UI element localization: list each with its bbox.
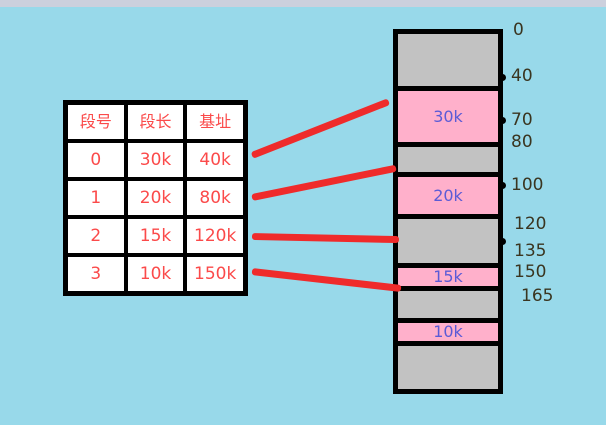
tick-label-0: 0 bbox=[513, 20, 524, 40]
table-row: 40k bbox=[187, 143, 243, 177]
tick-label-150: 150 bbox=[514, 262, 547, 282]
memory-divider bbox=[398, 318, 498, 323]
tick-label-165: 165 bbox=[521, 286, 554, 306]
mapping-arrow-row3-to-10k bbox=[251, 268, 402, 292]
memory-divider bbox=[398, 172, 498, 177]
tick-label-135: 135 bbox=[514, 241, 547, 261]
window-top-bar bbox=[0, 0, 606, 7]
table-row: 120k bbox=[187, 219, 243, 253]
table-row: 2 bbox=[68, 219, 124, 253]
tick-dot-100 bbox=[499, 182, 506, 189]
memory-block-30k: 30k bbox=[398, 91, 498, 142]
memory-block-15k: 15k bbox=[398, 268, 498, 286]
table-row: 1 bbox=[68, 181, 124, 215]
memory-divider bbox=[398, 142, 498, 147]
mapping-arrow-row1-to-20k bbox=[251, 164, 397, 201]
mapping-arrow-row2-to-15k bbox=[251, 233, 400, 244]
tick-label-40: 40 bbox=[511, 66, 533, 86]
memory-divider bbox=[398, 341, 498, 346]
tick-dot-40 bbox=[499, 74, 506, 81]
table-row: 15k bbox=[127, 219, 184, 253]
memory-divider bbox=[398, 86, 498, 91]
table-row: 20k bbox=[127, 181, 184, 215]
memory-block-free bbox=[398, 291, 498, 318]
table-row: 10k bbox=[127, 257, 184, 291]
memory-divider bbox=[398, 286, 498, 291]
table-row: 150k bbox=[187, 257, 243, 291]
memory-block-free bbox=[398, 147, 498, 172]
memory-block-free bbox=[398, 219, 498, 263]
tick-label-120: 120 bbox=[514, 214, 547, 234]
memory-block-free bbox=[398, 34, 498, 86]
table-row: 80k bbox=[187, 181, 243, 215]
mapping-arrow-row0-to-30k bbox=[250, 98, 391, 159]
table-row: 3 bbox=[68, 257, 124, 291]
memory-block-20k: 20k bbox=[398, 177, 498, 214]
tick-dot-70 bbox=[499, 117, 506, 124]
tick-label-70: 70 bbox=[511, 110, 533, 130]
memory-block-free bbox=[398, 346, 498, 389]
tick-label-80: 80 bbox=[511, 132, 533, 152]
memory-column: 30k 20k 15k 10k bbox=[393, 29, 503, 394]
tick-label-100: 100 bbox=[511, 175, 544, 195]
tick-dot-135 bbox=[499, 238, 506, 245]
table-row: 0 bbox=[68, 143, 124, 177]
table-header-seg-len: 段长 bbox=[127, 105, 184, 139]
memory-divider bbox=[398, 214, 498, 219]
table-header-base: 基址 bbox=[187, 105, 243, 139]
table-header-seg-no: 段号 bbox=[68, 105, 124, 139]
segment-table: 段号 段长 基址 0 30k 40k 1 20k 80k 2 15k 120k … bbox=[63, 100, 248, 296]
table-row: 30k bbox=[127, 143, 184, 177]
memory-divider bbox=[398, 263, 498, 268]
memory-block-10k: 10k bbox=[398, 323, 498, 341]
